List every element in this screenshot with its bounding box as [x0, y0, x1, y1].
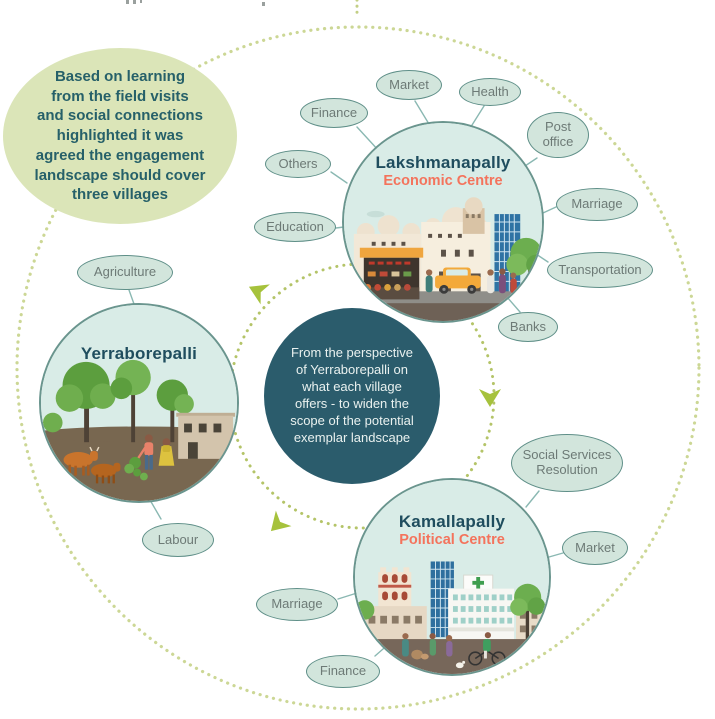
flow-arrow-icon — [248, 284, 270, 305]
label-bubble-post-office: Post office — [527, 112, 589, 158]
label-bubble-finance-economic: Finance — [300, 98, 368, 128]
label-bubble-marriage-political: Marriage — [256, 588, 338, 621]
label-bubble-market-economic: Market — [376, 70, 442, 100]
label-bubble-education: Education — [254, 212, 336, 242]
label-bubble-others: Others — [265, 150, 331, 178]
village-title-lakshmanapally: Lakshmanapally Economic Centre — [344, 153, 542, 190]
village-name: Kamallapally — [398, 512, 506, 531]
label-bubble-social-services-resolution: Social Services Resolution — [511, 434, 623, 492]
village-title-yerraborepalli: Yerraborepalli — [41, 344, 237, 364]
village-circle-lakshmanapally: Lakshmanapally Economic Centre — [342, 121, 544, 323]
village-title-kamallapally: Kamallapally Political Centre — [355, 512, 549, 549]
village-name: Lakshmanapally — [375, 153, 511, 172]
village-subtitle: Political Centre — [399, 531, 505, 548]
center-note-text: From the perspective of Yerraborepalli o… — [290, 345, 414, 445]
village-subtitle: Economic Centre — [383, 172, 503, 189]
label-bubble-agriculture: Agriculture — [77, 255, 173, 290]
village-circle-yerraborepalli: Yerraborepalli — [39, 303, 239, 503]
label-bubble-transportation: Transportation — [547, 252, 653, 288]
label-bubble-market-political: Market — [562, 531, 628, 565]
intro-ellipse: Based on learning from the field visits … — [3, 48, 237, 224]
label-bubble-health: Health — [459, 78, 521, 106]
label-bubble-marriage-economic: Marriage — [556, 188, 638, 221]
cropped-text-fragments — [126, 0, 265, 6]
rural-village-scene — [41, 305, 237, 501]
label-bubble-labour: Labour — [142, 523, 214, 557]
flow-arrow-icon — [479, 389, 501, 407]
political-centre-scene — [355, 480, 549, 674]
center-note-circle: From the perspective of Yerraborepalli o… — [264, 308, 440, 484]
label-bubble-finance-political: Finance — [306, 655, 380, 688]
village-circle-kamallapally: Kamallapally Political Centre — [353, 478, 551, 676]
intro-text: Based on learning from the field visits … — [34, 67, 206, 204]
label-bubble-banks: Banks — [498, 312, 558, 342]
flow-arrow-icon — [270, 510, 292, 532]
village-name: Yerraborepalli — [80, 344, 198, 363]
